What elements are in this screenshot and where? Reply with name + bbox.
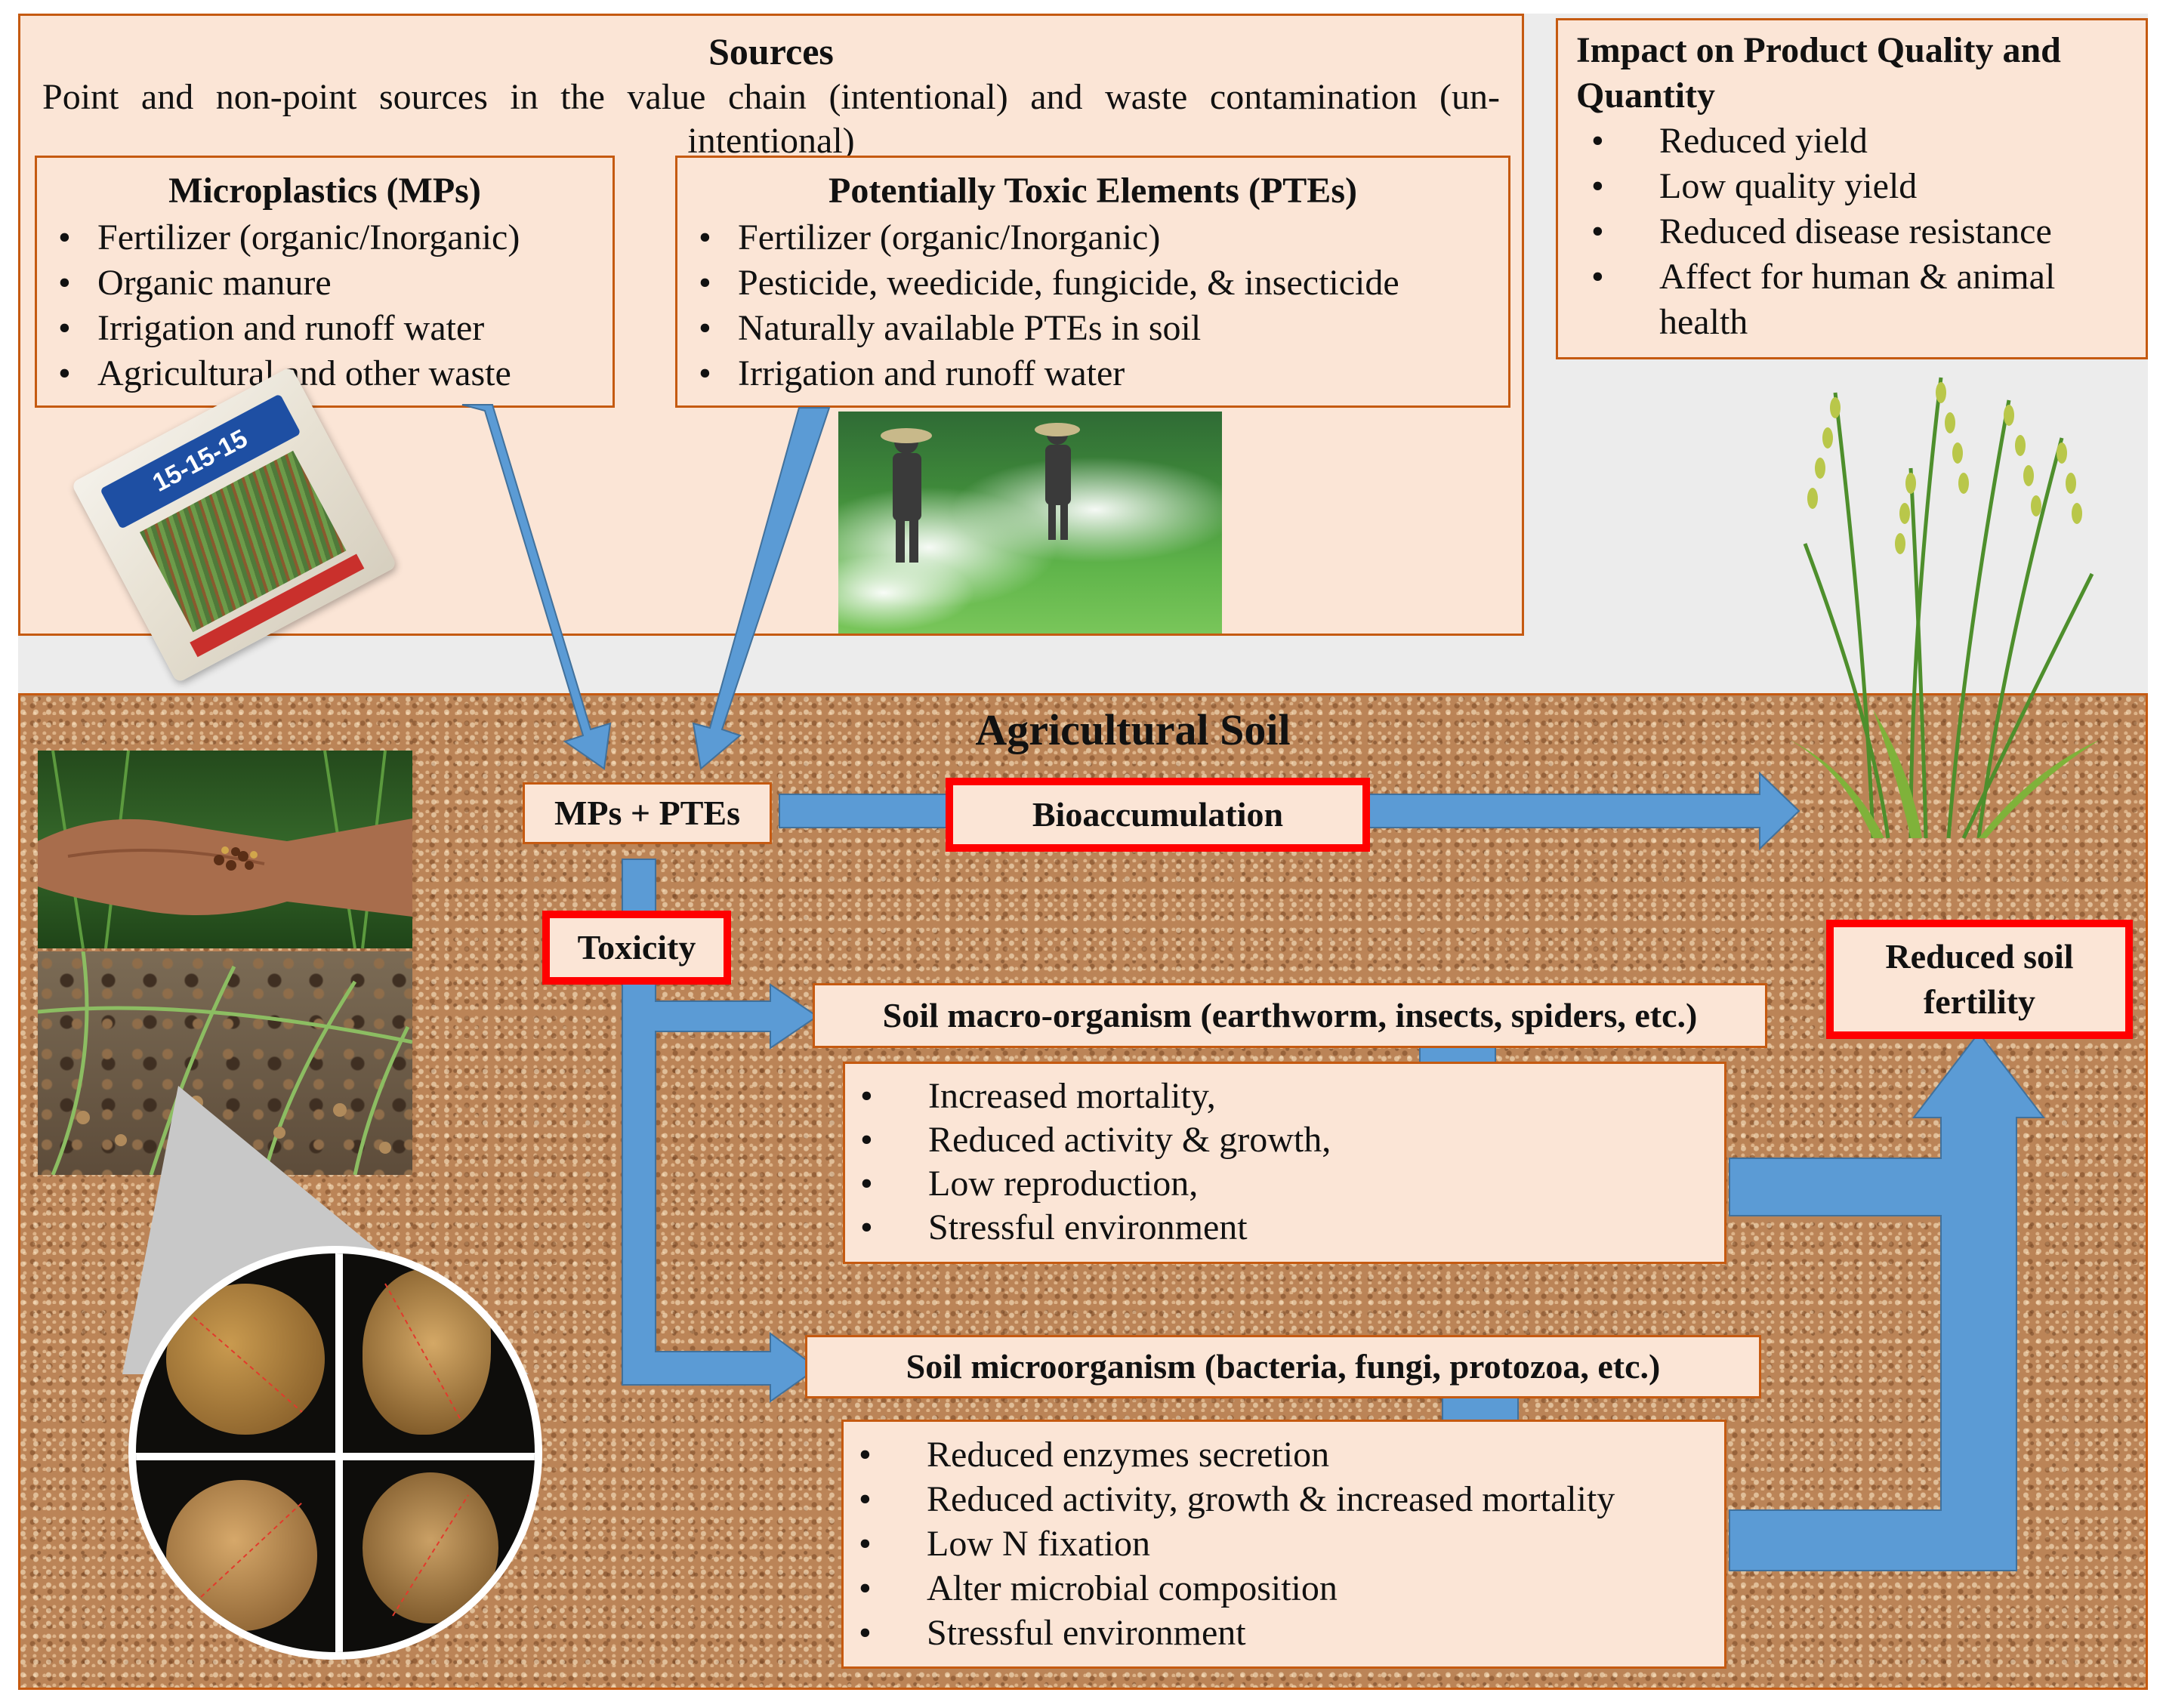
list-item: Increased mortality, [845, 1074, 1724, 1118]
list-item: Reduced yield [1576, 119, 2131, 164]
impact-list: Reduced yield Low quality yield Reduced … [1576, 119, 2131, 345]
list-item: Organic manure [37, 261, 612, 306]
list-item: Reduced activity & growth, [845, 1118, 1724, 1162]
reduced-fertility-label: Reduced soil fertility [1885, 937, 2074, 1021]
list-item: Reduced activity, growth & increased mor… [844, 1477, 1724, 1521]
list-item: Fertilizer (organic/Inorganic) [677, 215, 1508, 261]
mps-ptes-box: MPs + PTEs [523, 782, 772, 844]
list-item: Stressful environment [845, 1206, 1724, 1250]
ptes-box: Potentially Toxic Elements (PTEs) Fertil… [675, 156, 1510, 408]
macro-effects-list: Increased mortality, Reduced activity & … [845, 1074, 1724, 1250]
micro-organism-box: Soil microorganism (bacteria, fungi, pro… [805, 1335, 1761, 1398]
impact-title: Impact on Product Quality and Quantity [1576, 30, 2061, 116]
micro-effects-list: Reduced enzymes secretion Reduced activi… [844, 1432, 1724, 1655]
list-item: Reduced enzymes secretion [844, 1432, 1724, 1477]
list-item: Low reproduction, [845, 1162, 1724, 1206]
list-item: Fertilizer (organic/Inorganic) [37, 215, 612, 261]
impact-box: Impact on Product Quality and Quantity R… [1556, 18, 2148, 359]
toxicity-box: Toxicity [542, 911, 731, 985]
micro-effects-box: Reduced enzymes secretion Reduced activi… [841, 1420, 1726, 1669]
microplastics-title: Microplastics (MPs) [168, 171, 481, 211]
microplastics-box: Microplastics (MPs) Fertilizer (organic/… [35, 156, 615, 408]
ptes-title: Potentially Toxic Elements (PTEs) [828, 171, 1357, 211]
arrow-ptes-down [692, 407, 831, 770]
sources-title: Sources [708, 30, 834, 72]
microplastic-particle [363, 1269, 491, 1435]
list-item: Low quality yield [1576, 164, 2131, 209]
microplastic-particle [363, 1472, 498, 1623]
microplastics-list: Fertilizer (organic/Inorganic) Organic m… [37, 215, 612, 396]
hand-seeds-image [38, 751, 412, 948]
list-item: Irrigation and runoff water [677, 351, 1508, 396]
microscope-circle [128, 1246, 542, 1660]
macro-effects-box: Increased mortality, Reduced activity & … [843, 1062, 1726, 1264]
list-item: Low N fixation [844, 1521, 1724, 1566]
pesticide-spray-image [838, 412, 1222, 634]
bioaccumulation-box: Bioaccumulation [946, 778, 1370, 852]
soil-title: Agricultural Soil [975, 705, 1291, 754]
ptes-list: Fertilizer (organic/Inorganic) Pesticide… [677, 215, 1508, 396]
list-item: Reduced disease resistance [1576, 209, 2131, 254]
list-item: Irrigation and runoff water [37, 306, 612, 351]
microplastic-particle [166, 1284, 325, 1435]
list-item: Naturally available PTEs in soil [677, 306, 1508, 351]
list-item: Stressful environment [844, 1611, 1724, 1655]
list-item: Pesticide, weedicide, fungicide, & insec… [677, 261, 1508, 306]
rice-plant-image [1790, 377, 2100, 840]
sources-subtitle: Point and non-point sources in the value… [42, 77, 1500, 161]
arrow-mps-down [461, 404, 612, 770]
list-item: Agricultural and other waste [37, 351, 612, 396]
macro-organism-box: Soil macro-organism (earthworm, insects,… [813, 983, 1767, 1048]
list-item: Alter microbial composition [844, 1566, 1724, 1611]
reduced-fertility-box: Reduced soil fertility [1826, 920, 2133, 1039]
list-item: Affect for human & animal health [1576, 254, 2131, 345]
